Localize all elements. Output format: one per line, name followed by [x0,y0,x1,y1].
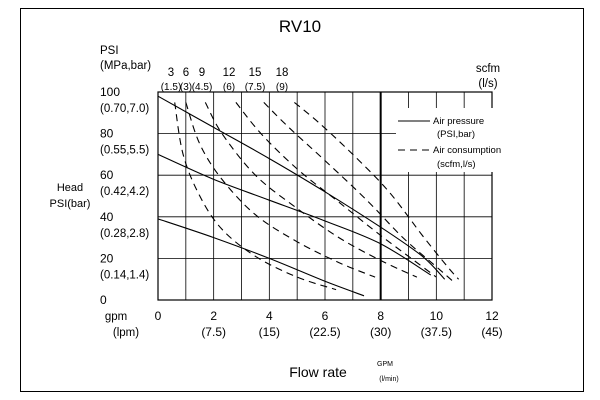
air-consumption-sub-label: (6) [223,82,235,93]
plot-series [157,95,460,297]
air-consumption-curve-3 [174,102,337,291]
y-tick-label: 80 [100,127,114,141]
x-tick-sublabel: (22.5) [309,325,340,339]
legend-sublabel-air-pressure: (PSI,bar) [437,129,475,140]
air-consumption-value-label: 18 [276,67,289,79]
air-pressure-curve-1 [157,153,432,276]
y-tick-labels: 0 20 (0.14,1.4) 40 (0.28,2.8) 60 (0.42,4.2) 80 (… [100,85,149,307]
x-tick-sublabel: (15) [259,325,280,339]
x-tick-sublabel: (45) [481,325,502,339]
x-axis-title-unit-lmin: (l/min) [379,376,398,383]
x-tick-labels: 0 2 (7.5) 4 (15) 6 (22.5) 8 (30) 10 (37.5) 12 (45) [155,309,503,339]
legend-label-air-pressure: Air pressure [433,116,484,127]
x-tick-sublabel: (7.5) [201,325,226,339]
air-consumption-value-label: 6 [183,67,189,79]
air-consumption-sub-label: (3) [180,82,192,93]
y-tick-label: 100 [100,85,120,99]
x-axis-title-unit-gpm: GPM [377,361,393,368]
legend-label-air-consumption: Air consumption [433,145,501,156]
x-tick-label: 8 [377,309,384,323]
y-tick-sublabel: (0.28,2.8) [100,228,149,240]
y-tick-label: 0 [100,293,107,307]
air-consumption-sub-label: (4.5) [192,82,213,93]
x-tick-label: 0 [155,309,162,323]
y-tick-label: 20 [100,251,114,265]
legend-sublabel-air-consumption: (scfm,l/s) [437,159,476,170]
air-consumption-sub-label: (1.5) [161,82,182,93]
air-consumption-sub-label: (7.5) [245,82,266,93]
air-pressure-curve-2 [157,218,365,297]
x-tick-label: 12 [485,309,499,323]
air-consumption-curve-4 [185,102,376,278]
air-consumption-value-label: 15 [249,67,262,79]
air-consumption-sub-label: (9) [276,82,288,93]
y-tick-sublabel: (0.70,7.0) [100,103,149,115]
plot-area-border [157,91,493,301]
x-tick-label: 2 [210,309,217,323]
y-tick-label: 60 [100,168,114,182]
y-left-unit-psi: PSI [100,45,119,57]
y-tick-sublabel: (0.42,4.2) [100,186,149,198]
y-tick-sublabel: (0.55,5.5) [100,145,149,157]
chart-legend: Air pressure (PSI,bar) Air consumption (scf… [396,108,501,172]
chart-frame [20,8,584,392]
x-tick-sublabel: (37.5) [421,325,452,339]
x-tick-sublabel: (30) [370,325,391,339]
air-consumption-curve-6 [235,102,437,278]
y-axis-title-head: Head [57,182,83,194]
x-unit-lpm: (lpm) [113,327,139,339]
air-consumption-value-label: 3 [168,67,174,79]
x-unit-gpm: gpm [105,311,127,323]
x-tick-label: 6 [322,309,329,323]
y-axis-title-psi-bar: PSI(bar) [50,198,91,210]
y-tick-label: 40 [100,210,114,224]
x-tick-label: 4 [266,309,273,323]
air-consumption-labels: 3 (1.5)6 (3) 9 (4.5) 12 (6) 15 (7.5) 18 (9) [161,67,289,93]
y-left-unit-mpa-bar: (MPa,bar) [100,60,151,72]
y-right-unit-ls: (l/s) [478,78,497,90]
y-right-unit-scfm: scfm [476,63,500,75]
air-consumption-curve-5 [204,102,418,278]
legend-background [396,108,494,172]
x-axis-title: Flow rate [289,364,347,380]
x-tick-label: 10 [430,309,444,323]
air-consumption-value-label: 12 [223,67,236,79]
y-tick-sublabel: (0.14,1.4) [100,269,149,281]
chart-title: RV10 [279,17,321,36]
air-consumption-value-label: 9 [199,67,205,79]
